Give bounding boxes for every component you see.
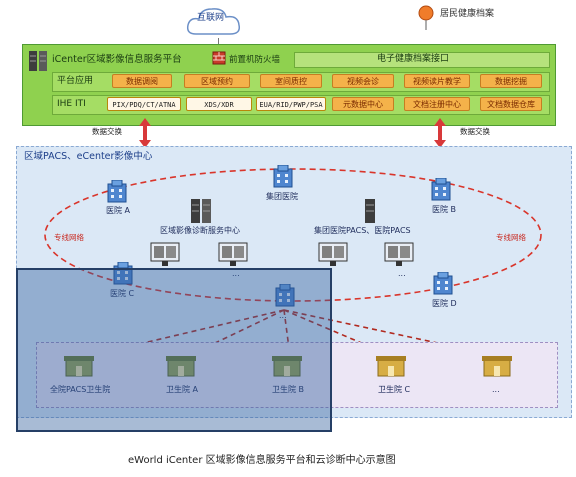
- exchange-arrow-right: [434, 118, 446, 148]
- app-region-booking-button[interactable]: 区域预约: [184, 74, 250, 88]
- group-hospital-label: 集团医院: [266, 192, 298, 201]
- platform-app-label: 平台应用: [57, 76, 94, 86]
- clinic-label-3: 卫生院 C: [378, 385, 411, 394]
- platform-title: iCenter区域影像信息服务平台: [52, 54, 182, 65]
- hospital-c-icon: [113, 262, 133, 285]
- ihe-iti-label: IHE ITI: [57, 99, 86, 109]
- metadata-center-button[interactable]: 元数据中心: [332, 97, 394, 111]
- figure-caption: eWorld iCenter 区域影像信息服务平台和云诊断中心示意图: [128, 455, 396, 466]
- ihe-xds-button[interactable]: XDS/XDR: [186, 97, 252, 111]
- doc-repository-button[interactable]: 文档数据仓库: [480, 97, 542, 111]
- ehr-interface-bar: [294, 52, 550, 68]
- hospital-c-label: 医院 C: [110, 289, 135, 298]
- monitor-icon: [384, 242, 414, 266]
- group-hospital-icon: [273, 165, 293, 188]
- monitor-ellipsis-right: ...: [398, 269, 406, 278]
- hospital-center-bottom-icon: [275, 284, 295, 307]
- ihe-pix-button[interactable]: PIX/PDQ/CT/ATNA: [107, 97, 181, 111]
- health-record-icon: [418, 5, 434, 30]
- health-record-label: 居民健康档案: [440, 9, 495, 19]
- exchange-label-right: 数据交换: [460, 127, 490, 136]
- clinic-icon: [64, 356, 94, 377]
- hospital-center-ellipsis: ...: [279, 311, 287, 320]
- app-data-mining-button[interactable]: 数据挖掘: [480, 74, 542, 88]
- app-video-teaching-button[interactable]: 视频读片教学: [404, 74, 470, 88]
- internet-cloud-icon: [186, 8, 241, 35]
- app-video-consult-button[interactable]: 视频会诊: [332, 74, 394, 88]
- monitor-icon: [318, 242, 348, 266]
- clinic-label-2: 卫生院 B: [272, 385, 305, 394]
- clinic-icon: [482, 356, 512, 377]
- server-icon: [29, 51, 47, 71]
- firewall-label: 前置机防火墙: [229, 55, 281, 65]
- clinic-icon: [376, 356, 406, 377]
- monitor-icon: [150, 242, 180, 266]
- hospital-a-icon: [107, 180, 127, 203]
- monitor-icon: [218, 242, 248, 266]
- clinic-label-1: 卫生院 A: [166, 385, 199, 394]
- ihe-eua-button[interactable]: EUA/RID/PWP/PSA: [256, 97, 326, 111]
- hospital-d-label: 医院 D: [432, 299, 457, 308]
- doc-registry-button[interactable]: 文档注册中心: [404, 97, 470, 111]
- clinic-icon: [166, 356, 196, 377]
- hospital-a-label: 医院 A: [106, 206, 131, 215]
- hospital-b-icon: [431, 178, 451, 201]
- internet-label: 互联网: [197, 13, 225, 23]
- dedicated-network-ellipse: [44, 168, 542, 302]
- group-pacs-label: 集团医院PACS、医院PACS: [314, 226, 411, 235]
- monitor-ellipsis-left: ...: [232, 269, 240, 278]
- firewall-icon: [212, 51, 226, 65]
- hospital-d-icon: [433, 272, 453, 295]
- app-quality-control-button[interactable]: 室间质控: [260, 74, 322, 88]
- dedicated-net-label-right: 专线网络: [496, 233, 526, 242]
- center-label: 区域影像诊断服务中心: [160, 226, 240, 235]
- clinic-label-4: ...: [492, 385, 500, 394]
- center-server-icon: [191, 199, 211, 223]
- exchange-label-left: 数据交换: [92, 127, 122, 136]
- clinic-icon: [272, 356, 302, 377]
- group-pacs-server-icon: [365, 199, 375, 223]
- dedicated-net-label-left: 专线网络: [54, 233, 84, 242]
- highlight-overlay: [16, 268, 332, 432]
- clinic-label-0: 全院PACS卫生院: [50, 385, 111, 394]
- app-data-access-button[interactable]: 数据调阅: [112, 74, 172, 88]
- exchange-arrow-left: [139, 118, 151, 148]
- ehr-interface-label: 电子健康档案接口: [377, 54, 450, 64]
- hospital-b-label: 医院 B: [432, 205, 457, 214]
- region-title: 区域PACS、eCenter影像中心: [24, 151, 153, 162]
